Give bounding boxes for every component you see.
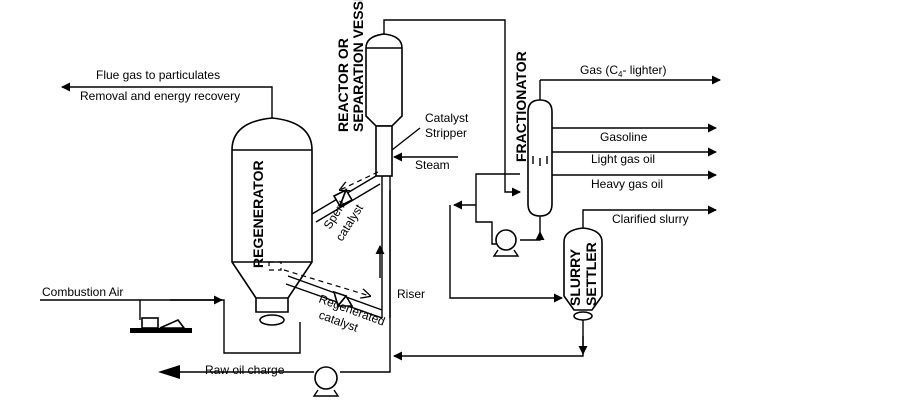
catalyst-stripper-label-2: Stripper (425, 126, 467, 140)
reactor-label: REACTOR OR (335, 38, 351, 132)
spent-catalyst-line (311, 171, 381, 223)
fractionator-column (527, 80, 553, 217)
regenerator-vessel (231, 117, 313, 326)
flue-gas-label: Flue gas to particulates (96, 68, 220, 82)
gasoline-label: Gasoline (600, 130, 648, 144)
gas-label: Gas (C4- lighter) (580, 63, 666, 79)
reactor-label-2: SEPARATION VESSEL (350, 0, 366, 132)
slurry-settler-label-2: SETTLER (583, 242, 599, 306)
slurry-settler (563, 227, 603, 321)
clarified-slurry-label: Clarified slurry (612, 212, 689, 226)
reactor-vapor-line (383, 19, 521, 197)
clarified-slurry-line (582, 205, 717, 228)
regenerated-catalyst-line (283, 269, 383, 319)
riser (375, 175, 391, 318)
regenerator-label: REGENERATOR (250, 160, 266, 268)
light-gas-oil-label: Light gas oil (591, 152, 655, 166)
stripper-leader (391, 127, 421, 151)
steam-label: Steam (415, 158, 450, 172)
riser-label: Riser (397, 287, 425, 301)
reactor-vessel (365, 33, 403, 177)
catalyst-stripper-label: Catalyst (425, 111, 469, 125)
fractionator-recycle-loop (449, 173, 563, 303)
flue-gas-line (61, 82, 273, 130)
charge-pump (312, 366, 340, 397)
combustion-air-label: Combustion Air (42, 285, 123, 299)
bottoms-pump (492, 229, 520, 257)
slurry-settler-label: SLURRY (567, 248, 583, 306)
slurry-recycle-line (393, 336, 584, 361)
fractionator-label: FRACTIONATOR (513, 51, 529, 162)
heavy-gas-oil-label: Heavy gas oil (591, 177, 663, 191)
raw-oil-charge-label: Raw oil charge (205, 363, 285, 377)
flue-gas-label-2: Removal and energy recovery (80, 89, 240, 103)
